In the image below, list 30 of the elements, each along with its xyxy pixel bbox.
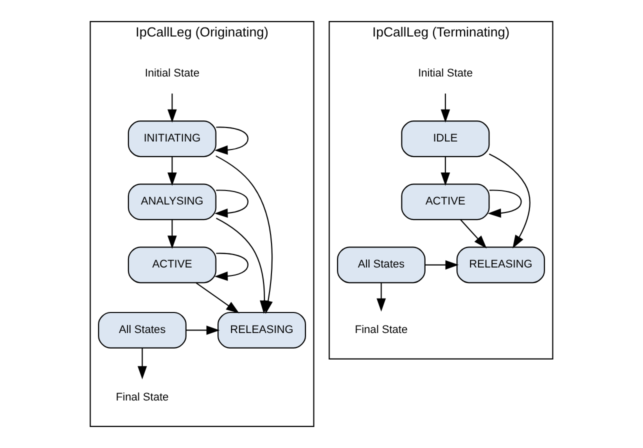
node-box: All States (98, 312, 187, 348)
arrow (460, 219, 487, 248)
arrow (138, 348, 147, 380)
node-box: INITIATING (128, 120, 216, 158)
node-box: ANALYSING (128, 184, 216, 220)
node-text: Final State (354, 324, 408, 336)
arrow (214, 190, 248, 218)
arrow (440, 156, 450, 186)
node-box: ACTIVE (401, 184, 490, 220)
arrow (168, 156, 177, 186)
arrow (488, 154, 530, 248)
node-box: ACTIVE (128, 246, 216, 284)
node-box: All States (336, 246, 426, 284)
node-box: RELEASING (218, 312, 306, 348)
arrow (376, 282, 386, 312)
node-text: Initial State (418, 67, 473, 80)
node-box: RELEASING (456, 246, 545, 284)
arrow (168, 220, 177, 249)
arrow (168, 94, 177, 123)
arrow (196, 282, 240, 314)
arrow (186, 326, 220, 335)
arrow (214, 252, 248, 281)
arrow (440, 94, 450, 123)
node-text: Initial State (144, 67, 200, 80)
arrow (425, 260, 459, 270)
arrow (216, 218, 270, 314)
arrow (214, 126, 248, 155)
arrow (488, 190, 522, 218)
node-box: IDLE (401, 120, 490, 158)
node-text: Final State (116, 391, 169, 404)
